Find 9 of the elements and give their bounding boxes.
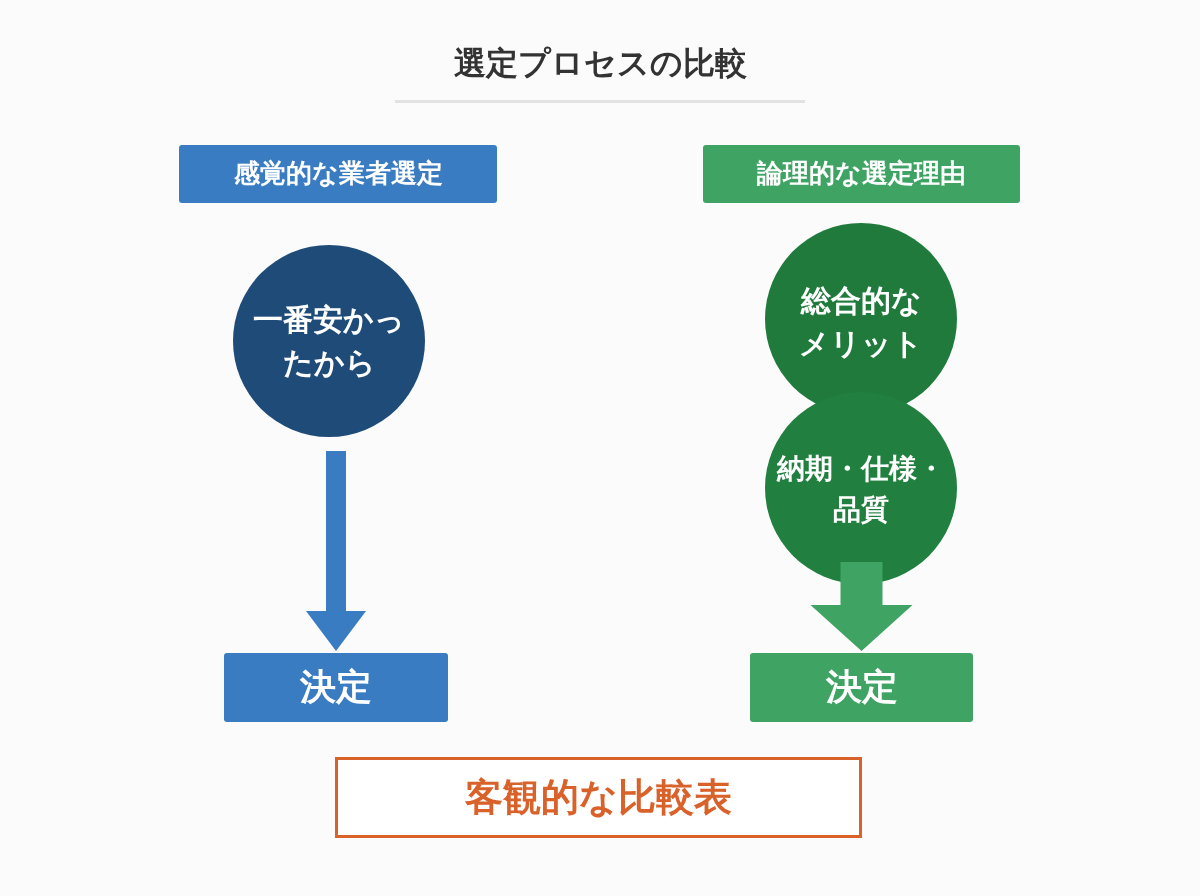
decision-box: 決定 xyxy=(750,653,973,722)
title: 選定プロセスの比較 xyxy=(452,43,748,84)
header-box: 論理的な選定理由 xyxy=(703,145,1020,203)
arrow xyxy=(306,451,366,651)
arrow xyxy=(810,562,913,651)
header-box: 感覚的な業者選定 xyxy=(179,145,497,203)
summary-box: 客観的な比較表 xyxy=(335,757,862,838)
decision-box: 決定 xyxy=(224,653,448,722)
reason-circle: 一番安かったから xyxy=(233,245,425,437)
